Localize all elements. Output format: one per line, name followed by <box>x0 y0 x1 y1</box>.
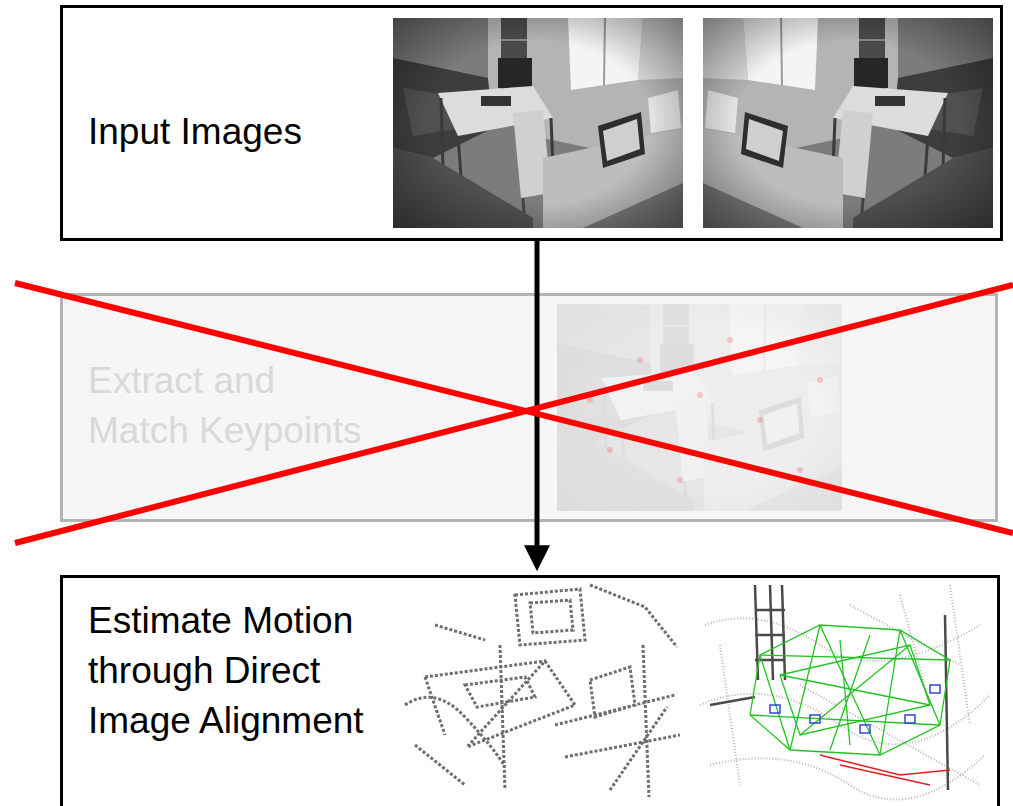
cross-out-line <box>15 285 1013 543</box>
faded-keypoints <box>587 337 823 483</box>
input-photo <box>393 18 683 228</box>
flow-arrow <box>535 241 540 555</box>
box-label: Input Images <box>88 108 302 156</box>
input-photo <box>703 18 993 228</box>
box-label: Extract and Match Keypoints <box>88 356 373 456</box>
point-cloud <box>700 585 990 800</box>
cross-out-line <box>15 283 1013 533</box>
box-label: Estimate Motion through Direct Image Ali… <box>88 596 398 746</box>
semi-dense-depth-map <box>405 585 680 797</box>
